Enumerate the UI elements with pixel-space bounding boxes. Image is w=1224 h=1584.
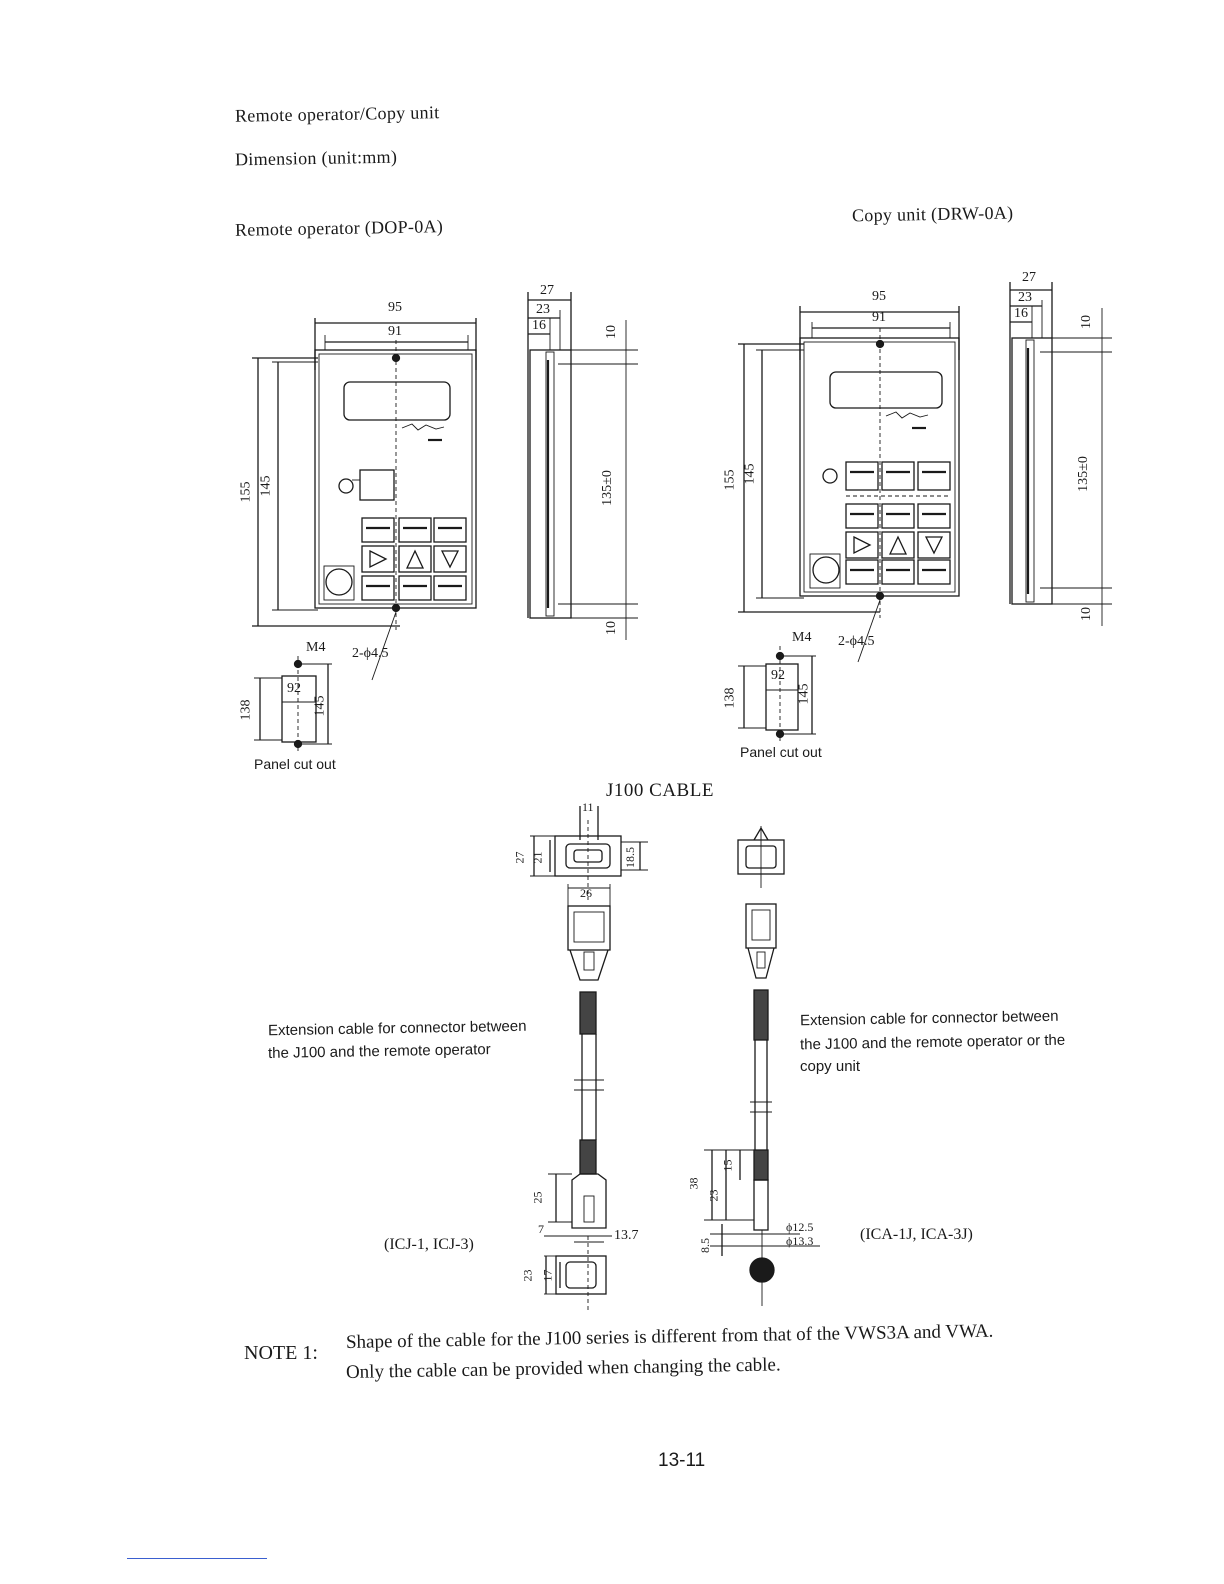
footer-rule (127, 1558, 267, 1559)
cable-dim-23-bottom: 23 (520, 1269, 535, 1282)
ro-cutout-145: 145 (312, 695, 328, 717)
ro-width-91: 91 (388, 324, 402, 339)
cable-dim-8-5: 8.5 (698, 1238, 712, 1253)
ro-cutout-label: Panel cut out (254, 756, 336, 772)
cu-side-bottom-10: 10 (1079, 607, 1094, 621)
cable-dim-38: 38 (686, 1177, 701, 1190)
cu-height-145: 145 (742, 463, 758, 485)
cable-dim-25: 25 (530, 1191, 545, 1204)
ro-hole: 2-ϕ4.5 (352, 646, 389, 661)
cu-depth-16: 16 (1014, 306, 1028, 321)
ro-width-95: 95 (388, 300, 402, 315)
cu-cutout-138: 138 (722, 687, 738, 709)
ro-cutout-92: 92 (287, 681, 301, 696)
cu-height-155: 155 (722, 469, 738, 491)
ro-side-top-10: 10 (604, 325, 619, 339)
cu-screw-m4: M4 (792, 630, 812, 645)
cable-dim-13-3: ϕ13.3 (786, 1234, 814, 1248)
cu-cutout-92: 92 (771, 668, 785, 683)
cu-hole: 2-ϕ4.5 (838, 634, 875, 649)
cable-dim-21: 21 (530, 851, 545, 864)
cable-dim-12-5: ϕ12.5 (786, 1220, 814, 1234)
remote-operator-panel-cutout (254, 656, 332, 752)
ro-screw-m4: M4 (306, 640, 326, 655)
remote-operator-front-view (252, 318, 477, 681)
cable-dim-27: 27 (512, 851, 527, 864)
ro-side-bottom-10: 10 (604, 621, 619, 635)
cable-dim-26: 26 (580, 886, 592, 900)
copy-unit-side-view (1009, 282, 1112, 626)
cable-dim-17: 17 (540, 1269, 555, 1282)
cable-left-icj (530, 806, 648, 1310)
cu-side-top-10: 10 (1079, 315, 1094, 329)
cable-dim-13-7: 13.7 (614, 1228, 639, 1243)
cable-dim-11: 11 (582, 800, 594, 814)
cable-right-desc-3: copy unit (800, 1058, 861, 1075)
page-number: 13-11 (658, 1450, 706, 1471)
cu-side-height: 135±0 (1075, 456, 1091, 492)
cu-cutout-145: 145 (796, 683, 812, 705)
ro-height-155: 155 (238, 481, 254, 503)
cable-dim-15: 15 (720, 1159, 735, 1172)
cable-dim-23-right: 23 (706, 1189, 721, 1202)
note-label: NOTE 1: (244, 1342, 318, 1364)
ro-depth-16: 16 (532, 318, 546, 333)
cu-width-91: 91 (872, 310, 886, 325)
cable-dim-18-5: 18.5 (623, 847, 637, 868)
copy-unit-front-view (738, 306, 960, 663)
remote-operator-side-view (527, 292, 638, 640)
ro-side-height: 135±0 (599, 470, 615, 506)
cu-depth-23: 23 (1018, 290, 1032, 305)
cu-depth-27: 27 (1022, 270, 1036, 285)
ro-depth-23: 23 (536, 302, 550, 317)
cable-title: J100 CABLE (606, 780, 714, 801)
cable-right-ica (704, 826, 820, 1306)
cable-left-model: (ICJ-1, ICJ-3) (384, 1236, 474, 1253)
ro-cutout-138: 138 (238, 699, 254, 721)
cu-cutout-label: Panel cut out (740, 744, 822, 760)
cable-right-model: (ICA-1J, ICA-3J) (860, 1226, 973, 1243)
copy-unit-panel-cutout (738, 646, 816, 742)
cu-width-95: 95 (872, 289, 886, 304)
ro-height-145: 145 (258, 475, 274, 497)
cable-dim-7: 7 (538, 1222, 544, 1236)
ro-depth-27: 27 (540, 283, 554, 298)
